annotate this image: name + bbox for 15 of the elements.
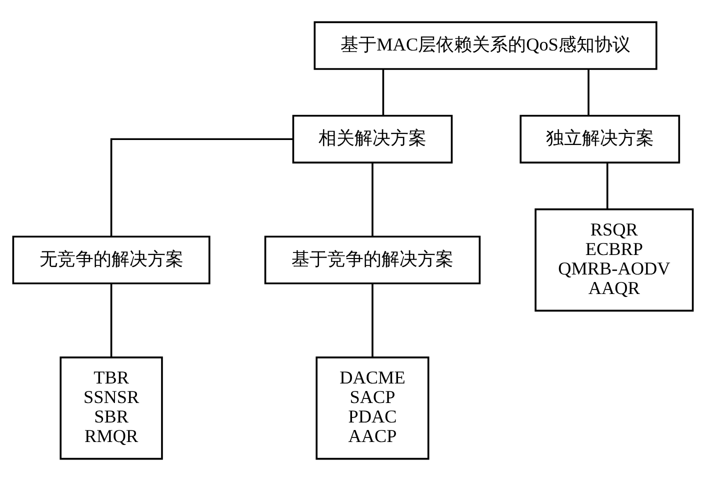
- connector: [588, 68, 590, 115]
- node-box: 相关解决方案: [292, 114, 453, 163]
- connector: [382, 68, 384, 115]
- connector: [110, 282, 112, 357]
- node-box: 基于竞争的解决方案: [264, 235, 481, 284]
- node-box: TBR SSNSR SBR RMQR: [60, 356, 163, 460]
- node-box: DACME SACP PDAC AACP: [316, 356, 430, 460]
- connector: [372, 282, 374, 357]
- node-box: 独立解决方案: [520, 114, 680, 163]
- node-box: 无竞争的解决方案: [12, 235, 210, 284]
- node-box: RSQR ECBRP QMRB-AODV AAQR: [534, 208, 694, 312]
- connector: [372, 162, 374, 236]
- node-box: 基于MAC层依赖关系的QoS感知协议: [314, 20, 658, 70]
- connector: [606, 162, 608, 209]
- connector: [110, 138, 294, 236]
